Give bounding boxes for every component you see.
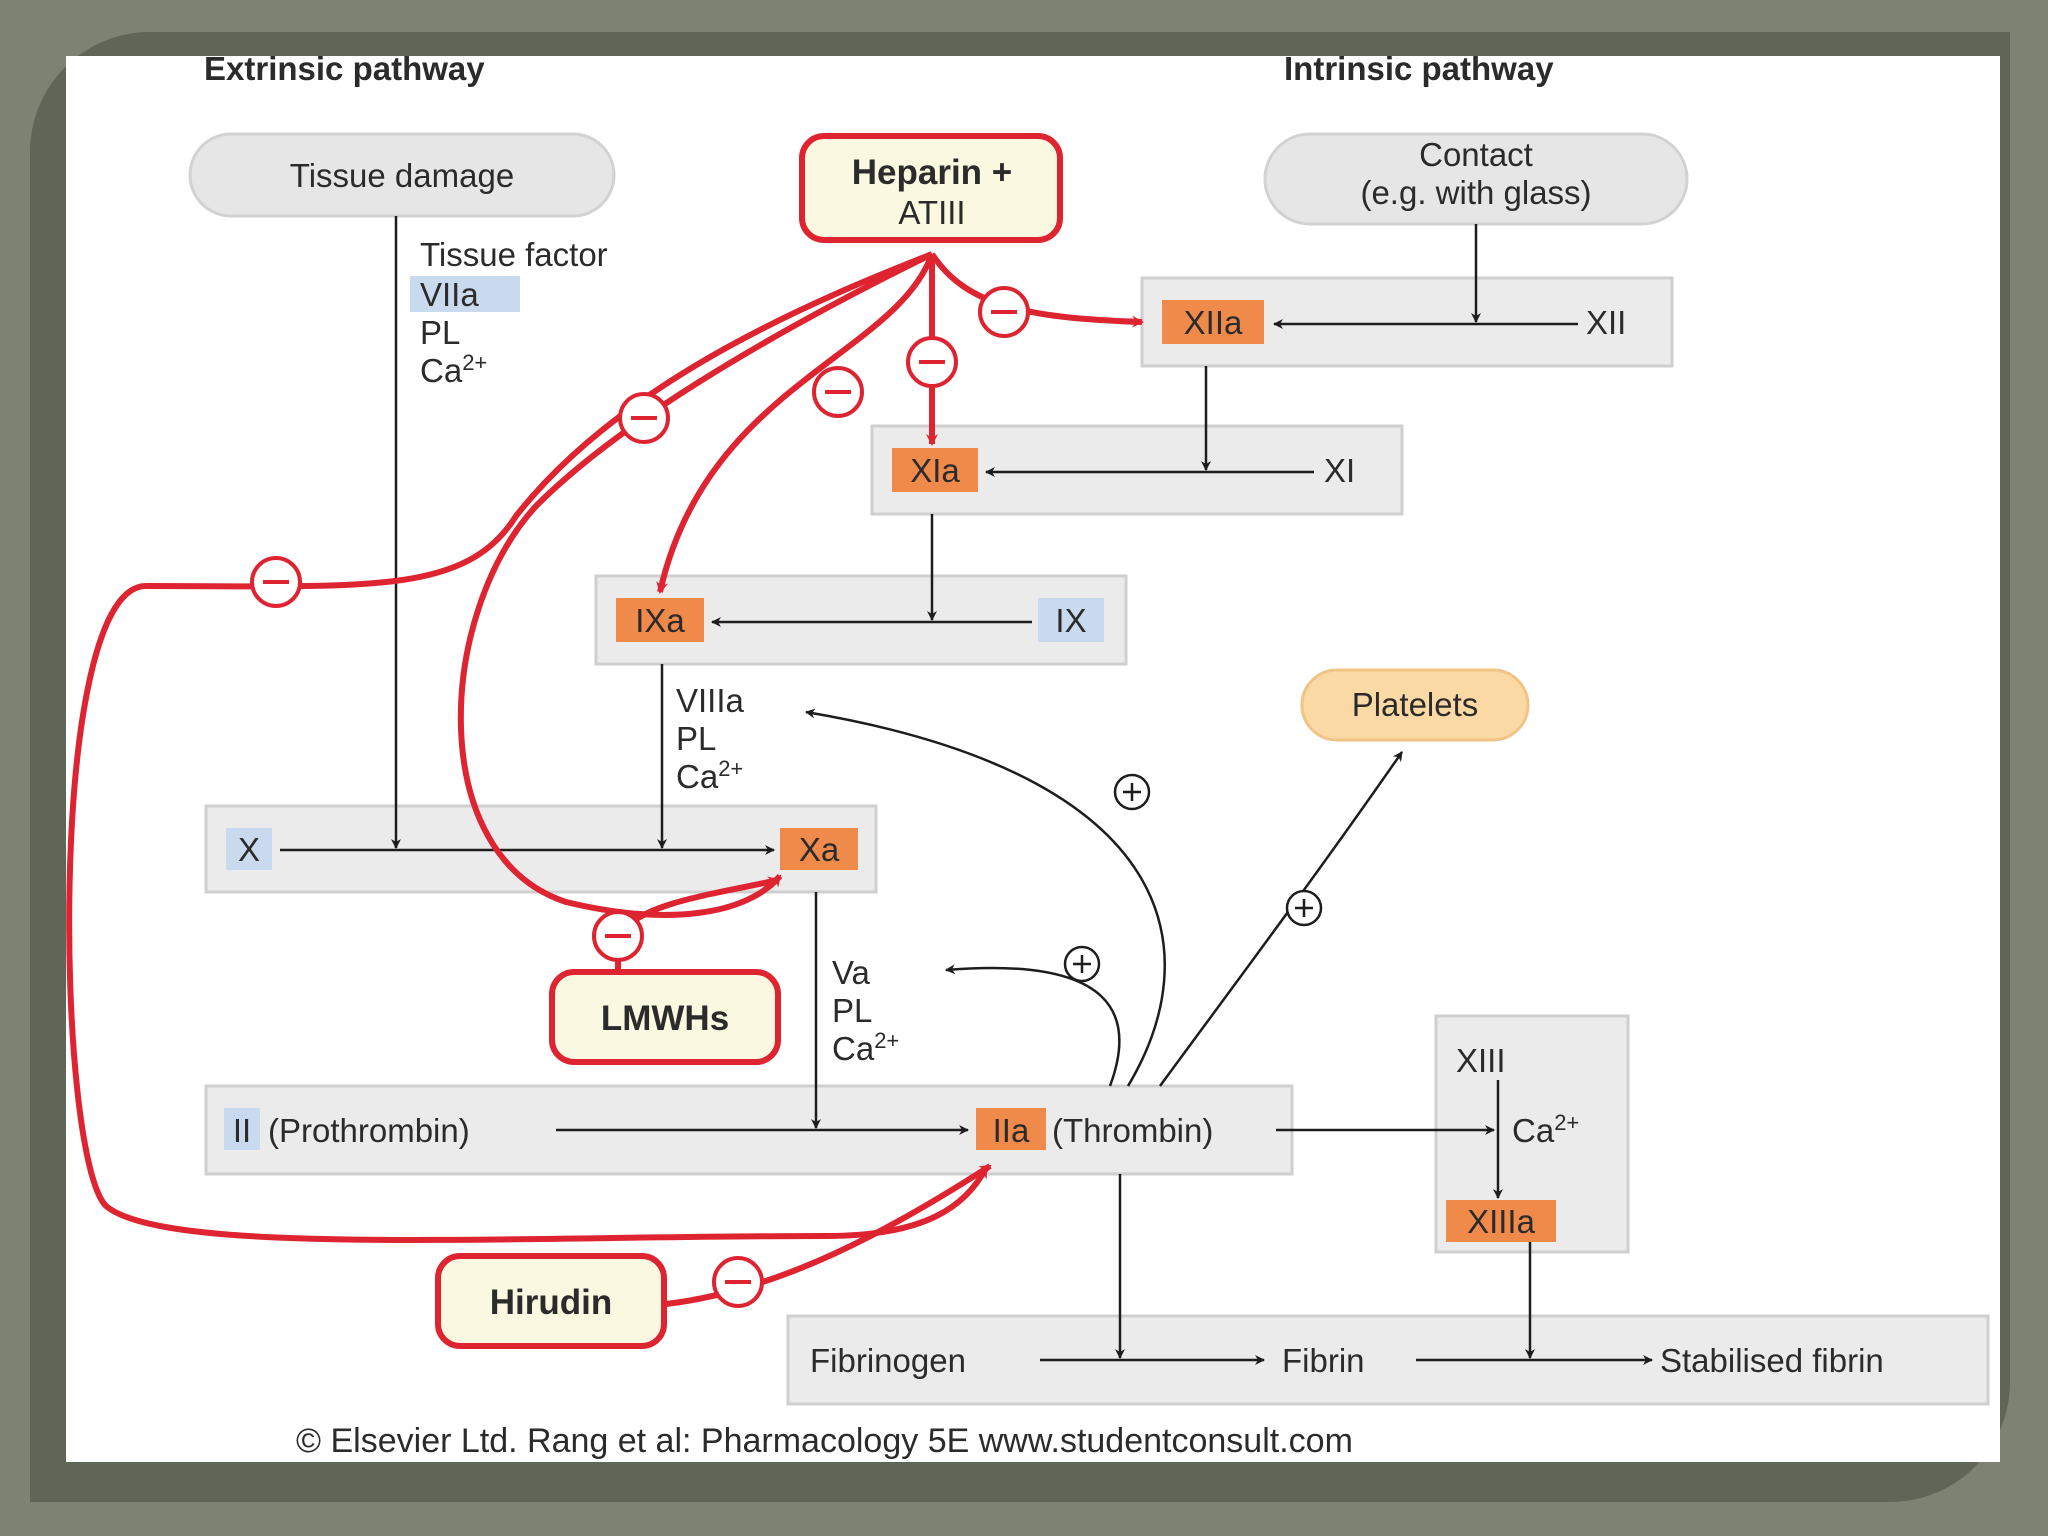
platelets-label: Platelets bbox=[1352, 686, 1479, 723]
promote-viiia-symbol bbox=[1113, 773, 1151, 811]
iia-label: IIa bbox=[993, 1112, 1030, 1149]
stabilised-fibrin-label: Stabilised fibrin bbox=[1660, 1342, 1884, 1379]
ixa-box bbox=[616, 598, 704, 642]
lmwhs-inhibit-symbol bbox=[592, 910, 644, 962]
thrombin-label: (Thrombin) bbox=[1052, 1112, 1213, 1149]
heparin-inhibits-xiia bbox=[929, 252, 1144, 328]
inhibit-xiia-symbol bbox=[978, 286, 1030, 338]
xiii-label: XIII bbox=[1456, 1042, 1506, 1079]
inhibit-thrombin-symbol bbox=[250, 556, 302, 608]
hirudin-inhibit-symbol bbox=[712, 1256, 764, 1308]
ii-label: II bbox=[233, 1112, 251, 1149]
hirudin-label: Hirudin bbox=[490, 1283, 612, 1322]
inhibit-xia-symbol bbox=[906, 336, 958, 388]
xa-label: Xa bbox=[799, 831, 840, 868]
xiia-label: XIIa bbox=[1184, 304, 1243, 341]
heading-intrinsic: Intrinsic pathway bbox=[1284, 56, 1554, 87]
ii-box bbox=[224, 1108, 260, 1150]
hirudin-inhibits-thrombin bbox=[665, 1163, 992, 1307]
heading-extrinsic: Extrinsic pathway bbox=[204, 56, 485, 87]
tissue-damage-label: Tissue damage bbox=[290, 157, 514, 194]
hirudin-box bbox=[435, 1253, 667, 1349]
copyright-footer: © Elsevier Ltd. Rang et al: Pharmacology… bbox=[296, 1422, 1353, 1460]
xiia-box bbox=[1162, 300, 1264, 344]
fibrin-panel bbox=[786, 1314, 1990, 1406]
lmwhs-label: LMWHs bbox=[601, 999, 729, 1038]
fibrin-label: Fibrin bbox=[1282, 1342, 1365, 1379]
thrombin-to-va-feedback bbox=[945, 964, 1121, 1087]
ca-label-xa: Ca2+ bbox=[832, 1028, 899, 1067]
heparin-inhibits-thrombin bbox=[66, 251, 989, 1243]
ix-box bbox=[1038, 598, 1104, 642]
heparin-inhibits-xa bbox=[457, 251, 934, 918]
heparin-label: Heparin + bbox=[852, 153, 1012, 192]
ix-label: IX bbox=[1055, 602, 1086, 639]
ca-label-xiii: Ca2+ bbox=[1512, 1110, 1579, 1149]
va-label: Va bbox=[832, 954, 871, 991]
fibrinogen-label: Fibrinogen bbox=[810, 1342, 966, 1379]
xi-label: XI bbox=[1324, 452, 1355, 489]
pl-label-xa: PL bbox=[832, 992, 872, 1029]
heparin-atiii-box bbox=[799, 133, 1063, 243]
thrombin-to-viiia-feedback bbox=[805, 708, 1166, 1087]
heparin-inhibits-ixa bbox=[656, 252, 935, 594]
inhibit-xa-symbol bbox=[618, 392, 670, 444]
promote-va-symbol bbox=[1063, 945, 1101, 983]
pl-label-ixa: PL bbox=[676, 720, 716, 757]
tissue-factor-label: Tissue factor bbox=[420, 236, 608, 273]
coagulation-diagram: Extrinsic pathway Intrinsic pathway Tiss… bbox=[66, 50, 2000, 1462]
xiiia-box bbox=[1446, 1200, 1556, 1242]
xiiia-label: XIIIa bbox=[1467, 1203, 1536, 1240]
prothrombin-label: (Prothrombin) bbox=[268, 1112, 470, 1149]
iia-box bbox=[976, 1108, 1046, 1150]
inhibit-ixa-symbol bbox=[812, 366, 864, 418]
contact-label: Contact bbox=[1419, 136, 1533, 173]
platelets-node bbox=[1300, 668, 1530, 742]
x-box bbox=[226, 828, 272, 870]
xii-label: XII bbox=[1586, 304, 1626, 341]
xia-box bbox=[892, 448, 978, 492]
lmwhs-box bbox=[549, 969, 781, 1065]
promote-platelets-symbol bbox=[1285, 889, 1323, 927]
xa-box bbox=[780, 828, 858, 870]
x-label: X bbox=[238, 831, 260, 868]
atiii-label: ATIII bbox=[898, 194, 965, 231]
tissue-damage-node bbox=[188, 132, 616, 218]
viia-highlight bbox=[410, 276, 520, 312]
pl-label-extrinsic: PL bbox=[420, 314, 460, 351]
ixa-label: IXa bbox=[635, 602, 685, 639]
ca-label-extrinsic: Ca2+ bbox=[420, 350, 487, 389]
xia-label: XIa bbox=[910, 452, 960, 489]
ca-label-ixa: Ca2+ bbox=[676, 756, 743, 795]
viia-label: VIIa bbox=[420, 276, 479, 313]
thrombin-to-platelets-feedback bbox=[1158, 751, 1404, 1087]
viiia-label: VIIIa bbox=[676, 682, 745, 719]
ix-panel bbox=[594, 574, 1128, 666]
contact-example-label: (e.g. with glass) bbox=[1360, 174, 1591, 211]
